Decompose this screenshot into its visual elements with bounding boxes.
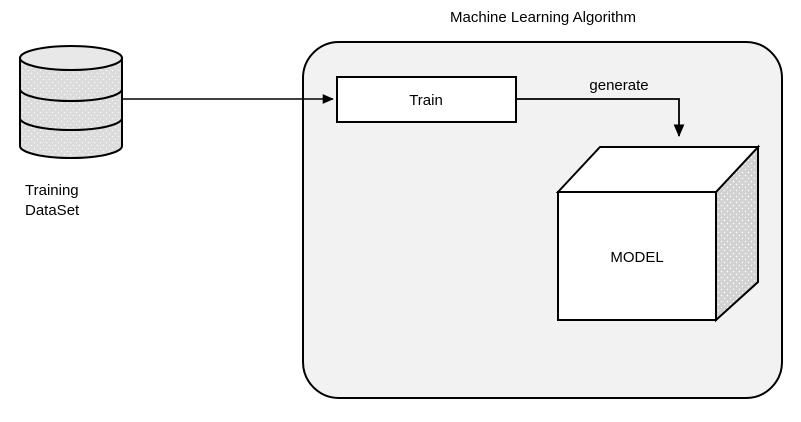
train-node — [336, 76, 517, 123]
database-cylinder-divider-2 — [19, 117, 123, 131]
training-dataset-node — [19, 45, 123, 159]
database-cylinder-body — [19, 57, 123, 159]
model-node — [555, 144, 761, 323]
training-dataset-caption-line1: Training — [25, 182, 79, 199]
edge-train-to-model — [516, 98, 685, 138]
edge-generate-label: generate — [589, 77, 648, 94]
train-box — [336, 76, 517, 123]
model-label: MODEL — [610, 249, 663, 266]
edge-train-to-model-path — [516, 98, 685, 138]
ml-algorithm-title: Machine Learning Algorithm — [450, 9, 636, 26]
database-cylinder-top — [19, 45, 123, 71]
model-cube-front-face — [557, 191, 717, 321]
train-label: Train — [409, 92, 443, 109]
training-dataset-caption-line2: DataSet — [25, 202, 80, 219]
database-cylinder-divider-1 — [19, 88, 123, 102]
